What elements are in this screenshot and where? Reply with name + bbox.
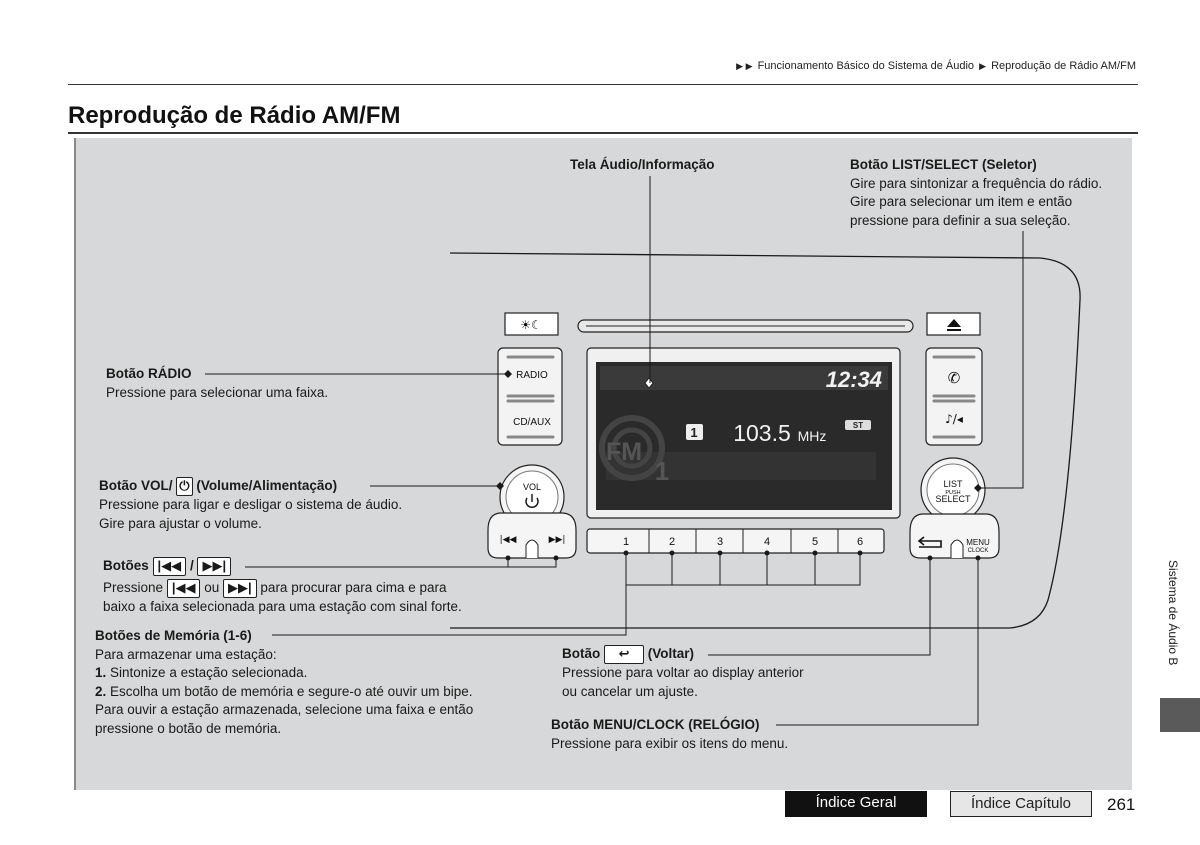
list-select-desc-3: pressione para definir a sua seleção. xyxy=(850,212,1071,228)
preset-button-4: 4 xyxy=(764,536,770,548)
preset-button-5: 5 xyxy=(812,536,818,548)
seek-title: Botões xyxy=(103,558,149,574)
preset-button-2: 2 xyxy=(669,536,675,548)
vol-title-b: (Volume/Alimentação) xyxy=(196,478,338,494)
list-select-desc-2: Gire para selecionar um item e então xyxy=(850,194,1073,209)
svg-text:VOL: VOL xyxy=(523,482,541,492)
list-select-title: Botão LIST/SELECT (Seletor) xyxy=(850,157,1037,172)
index-chapter-button[interactable]: Índice Capítulo xyxy=(950,791,1092,817)
menu-title: Botão MENU/CLOCK (RELÓGIO) xyxy=(551,717,760,732)
skip-forward-icon: ▶▶| xyxy=(549,535,566,545)
power-icon xyxy=(525,497,539,508)
svg-text:1: 1 xyxy=(655,456,669,486)
list-select-callout: Botão LIST/SELECT (Seletor) Gire para si… xyxy=(850,156,1102,230)
skip-back-key-icon: |◀◀ xyxy=(166,579,201,598)
chapter-tab-marker[interactable] xyxy=(1160,698,1200,732)
phone-icon: ✆ xyxy=(948,369,961,387)
back-desc-1: Pressione para voltar ao display anterio… xyxy=(562,665,804,680)
power-key-icon: ⏻ xyxy=(176,477,193,496)
vol-desc-2: Gire para ajustar o volume. xyxy=(99,515,262,531)
preset-button-6: 6 xyxy=(857,536,863,548)
list-select-desc-1: Gire para sintonizar a frequência do rád… xyxy=(850,175,1103,191)
stereo-indicator: ST xyxy=(853,421,863,430)
page-title: Reprodução de Rádio AM/FM xyxy=(68,102,401,129)
svg-text:CLOCK: CLOCK xyxy=(968,548,989,554)
title-rule xyxy=(68,132,1138,134)
svg-text:PUSH: PUSH xyxy=(945,490,960,496)
back-callout: Botão ↩ (Voltar) Pressione para voltar a… xyxy=(562,645,804,701)
memory-callout: Botões de Memória (1-6) Para armazenar u… xyxy=(95,628,474,736)
breadcrumb-arrows-icon: ▶ ▶ xyxy=(736,61,753,71)
svg-text:MENU: MENU xyxy=(966,538,990,547)
seek-rocker xyxy=(487,512,577,559)
vol-title-a: Botão VOL/ xyxy=(99,478,173,494)
skip-forward-key-icon: ▶▶| xyxy=(197,557,232,576)
tela-title: Tela Áudio/Informação xyxy=(570,157,715,172)
music-note-icon: ♪/◂ xyxy=(945,412,963,426)
back-key-icon: ↩ xyxy=(604,645,645,664)
display-unit: MHz xyxy=(798,428,827,444)
vol-desc-1: Pressione para ligar e desligar o sistem… xyxy=(99,497,403,512)
breadcrumb-separator-icon: ▶ xyxy=(979,61,987,71)
seek-desc-2: baixo a faixa selecionada para uma estaç… xyxy=(103,599,462,614)
preset-button-1: 1 xyxy=(623,536,629,548)
tela-callout: Tela Áudio/Informação xyxy=(570,156,715,175)
radio-button: RADIO xyxy=(516,370,548,381)
skip-back-key-icon: |◀◀ xyxy=(152,557,187,576)
back-arrow-icon xyxy=(919,540,942,548)
skip-back-icon: |◀◀ xyxy=(500,535,517,545)
back-title-b: (Voltar) xyxy=(647,646,695,662)
eject-icon xyxy=(947,319,961,331)
preset-bar xyxy=(586,528,885,554)
svg-text:LIST: LIST xyxy=(943,479,963,489)
breadcrumb-item-1[interactable]: Funcionamento Básico do Sistema de Áudio xyxy=(757,60,975,72)
seek-callout: Botões |◀◀ / ▶▶| Pressione |◀◀ ou ▶▶| pa… xyxy=(103,557,462,617)
display-preset: 1 xyxy=(690,425,697,440)
memory-title: Botões de Memória (1-6) xyxy=(95,628,252,643)
day-night-button xyxy=(504,312,559,336)
preset-button-3: 3 xyxy=(717,536,723,548)
day-night-icon: ☀☾ xyxy=(520,318,542,332)
breadcrumb-item-2[interactable]: Reprodução de Rádio AM/FM xyxy=(991,60,1136,72)
chapter-side-label: Sistema de Áudio B xyxy=(1166,560,1180,666)
back-title-a: Botão xyxy=(562,646,601,662)
skip-forward-key-icon: ▶▶| xyxy=(223,579,257,598)
breadcrumb: ▶ ▶ Funcionamento Básico do Sistema de Á… xyxy=(734,60,1136,72)
menu-desc: Pressione para exibir os itens do menu. xyxy=(551,735,789,751)
page-number: 261 xyxy=(1107,795,1136,814)
display-clock: 12:34 xyxy=(826,367,882,392)
radio-title: Botão RÁDIO xyxy=(106,366,192,381)
band-logo: FM xyxy=(606,438,642,466)
radio-desc: Pressione para selecionar uma faixa. xyxy=(106,384,329,400)
index-general-button[interactable]: Índice Geral xyxy=(785,791,927,817)
display-frequency: 103.5 xyxy=(733,420,791,446)
back-desc-2: ou cancelar um ajuste. xyxy=(562,683,698,699)
vol-callout: Botão VOL/ ⏻ (Volume/Alimentação) Pressi… xyxy=(99,477,402,533)
cdaux-button: CD/AUX xyxy=(513,417,551,428)
menu-callout: Botão MENU/CLOCK (RELÓGIO) Pressione par… xyxy=(551,716,788,753)
radio-callout: Botão RÁDIO Pressione para selecionar um… xyxy=(106,365,328,402)
header-rule xyxy=(68,84,1138,85)
svg-text:SELECT: SELECT xyxy=(935,494,971,504)
